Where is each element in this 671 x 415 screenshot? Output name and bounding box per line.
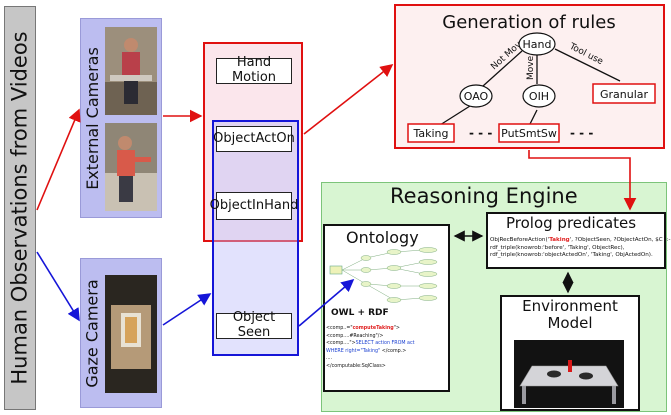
ontology-code-line: <comp..="computeTaking"> bbox=[326, 326, 400, 331]
leaf-granular-label: Granular bbox=[600, 88, 649, 101]
node-oao bbox=[459, 84, 493, 108]
rules-title: Generation of rules bbox=[442, 12, 615, 33]
prolog-predicates-box bbox=[486, 212, 666, 269]
ontology-code-line: </computable:SqlClass> bbox=[326, 363, 386, 369]
ontology-code-line: <comp....">SELECT action FROM act bbox=[326, 341, 415, 346]
edge-label-move: Move bbox=[526, 55, 536, 80]
leaf-putsmtsw-label: PutSmtSw bbox=[501, 127, 557, 140]
person-image bbox=[105, 27, 157, 115]
leaf-putsmtsw bbox=[498, 123, 560, 143]
ellipsis-left: - - - bbox=[469, 126, 492, 140]
kitchen-table-icon bbox=[519, 360, 619, 404]
prolog-code: ObjRecBeforeAction('Taking', ?ObjectSeen… bbox=[490, 237, 671, 260]
arrow-to-external-cameras bbox=[36, 108, 81, 211]
node-oih bbox=[522, 84, 556, 108]
arrow-features-to-rules bbox=[303, 64, 394, 135]
node-hand-label: Hand bbox=[523, 38, 552, 51]
edge-oao-taking bbox=[439, 105, 471, 126]
ontology-code-line: .... bbox=[326, 356, 333, 361]
leaf-taking-label: Taking bbox=[412, 127, 448, 140]
ontology-title: Ontology bbox=[346, 228, 419, 247]
ellipsis-right: - - - bbox=[570, 126, 593, 140]
gaze-camera-photo bbox=[105, 275, 157, 393]
ontology-code: <comp..="computeTaking"> <comp....#Reach… bbox=[326, 325, 448, 370]
arrow-gaze-to-features bbox=[162, 293, 212, 326]
ontology-code-line: WHERE right="Taking" </comp.> bbox=[326, 348, 407, 354]
leaf-granular bbox=[592, 83, 656, 104]
gaze-camera-panel: Gaze Camera bbox=[80, 258, 162, 408]
edge-tool-use bbox=[554, 48, 621, 82]
ontology-code-line: <comp....#Reaching"/> bbox=[326, 333, 384, 339]
feature-object-seen: Object Seen bbox=[216, 310, 292, 340]
prolog-code-line: ObjRecBeforeAction('Taking', ?ObjectSeen… bbox=[490, 237, 671, 243]
rules-tree: Generation of rules Not Move Move Tool u… bbox=[407, 12, 656, 143]
owl-rdf-label: OWL + RDF bbox=[331, 308, 389, 318]
prolog-predicates-title: Prolog predicates bbox=[506, 214, 637, 232]
arrow-to-gaze-camera bbox=[36, 251, 80, 322]
human-observations-label: Human Observations from Videos bbox=[4, 6, 36, 410]
arrow-object-seen-to-ontology bbox=[298, 278, 355, 327]
feature-object-in-hand: ObjectInHand bbox=[210, 192, 298, 220]
external-cameras-panel: External Cameras bbox=[80, 18, 162, 218]
gaze-image bbox=[105, 275, 157, 393]
external-camera-photo-bottom bbox=[105, 123, 157, 211]
node-oih-label: OIH bbox=[529, 90, 549, 103]
edge-not-move bbox=[482, 50, 523, 87]
prolog-code-line: rdf_triple(knowrob:'objectActedOn', 'Tak… bbox=[490, 252, 653, 259]
external-camera-photo-top bbox=[105, 27, 157, 115]
feature-object-act-on: ObjectActOn bbox=[213, 126, 295, 152]
node-oao-label: OAO bbox=[464, 90, 489, 103]
person-image bbox=[105, 123, 157, 211]
reasoning-engine-title: Reasoning Engine bbox=[390, 184, 578, 208]
arrow-rules-to-prolog bbox=[528, 150, 637, 211]
ontology-graph-icon bbox=[329, 247, 438, 303]
node-hand bbox=[518, 32, 556, 56]
edge-oih-putsmtsw bbox=[529, 109, 538, 125]
leaf-taking bbox=[407, 123, 455, 143]
prolog-code-line: rdf_triple(knowrob:'before', 'Taking', O… bbox=[490, 244, 625, 251]
feature-hand-motion: Hand Motion bbox=[216, 55, 292, 85]
environment-model-image bbox=[514, 340, 624, 408]
environment-model-title: Environment Model bbox=[522, 297, 618, 332]
